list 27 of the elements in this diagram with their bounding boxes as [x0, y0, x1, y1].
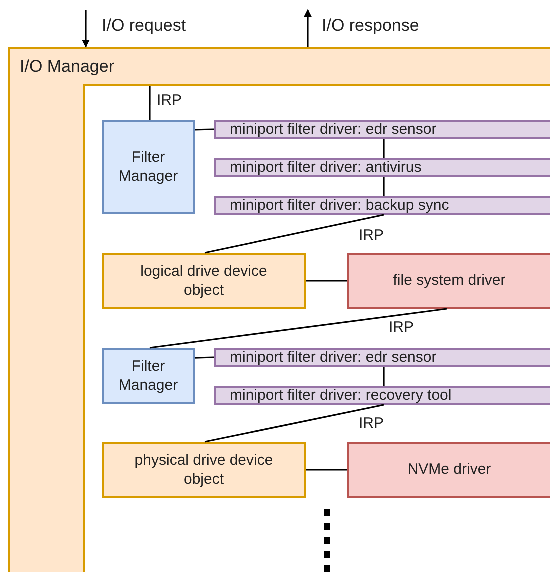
driver-bar: miniport filter driver: recovery tool	[214, 386, 550, 405]
layer-panel	[8, 47, 550, 572]
connector-line	[306, 280, 347, 282]
arrow	[82, 10, 90, 48]
arrow	[304, 9, 312, 47]
connector-line	[383, 139, 385, 158]
process-box: Filter Manager	[102, 120, 195, 214]
device-box: logical drive device object	[102, 253, 306, 309]
connector-line	[383, 367, 385, 386]
inner-panel	[83, 84, 550, 572]
process-box: Filter Manager	[102, 348, 195, 404]
device-box: physical drive device object	[102, 442, 306, 498]
connector-line	[150, 308, 448, 349]
connector-line	[383, 177, 385, 196]
connector-line	[149, 86, 151, 120]
driver-bar: miniport filter driver: edr sensor	[214, 120, 550, 139]
driver-box: file system driver	[347, 253, 550, 309]
connector-line	[194, 128, 214, 131]
driver-box: NVMe driver	[347, 442, 550, 498]
driver-bar: miniport filter driver: antivirus	[214, 158, 550, 177]
connector-line	[204, 214, 384, 254]
connector-line	[194, 356, 214, 359]
driver-bar: miniport filter driver: edr sensor	[214, 348, 550, 367]
connector-line	[306, 469, 347, 471]
panel-title: I/O Manager	[20, 57, 114, 77]
driver-bar: miniport filter driver: backup sync	[214, 196, 550, 215]
connector-line	[204, 404, 384, 443]
